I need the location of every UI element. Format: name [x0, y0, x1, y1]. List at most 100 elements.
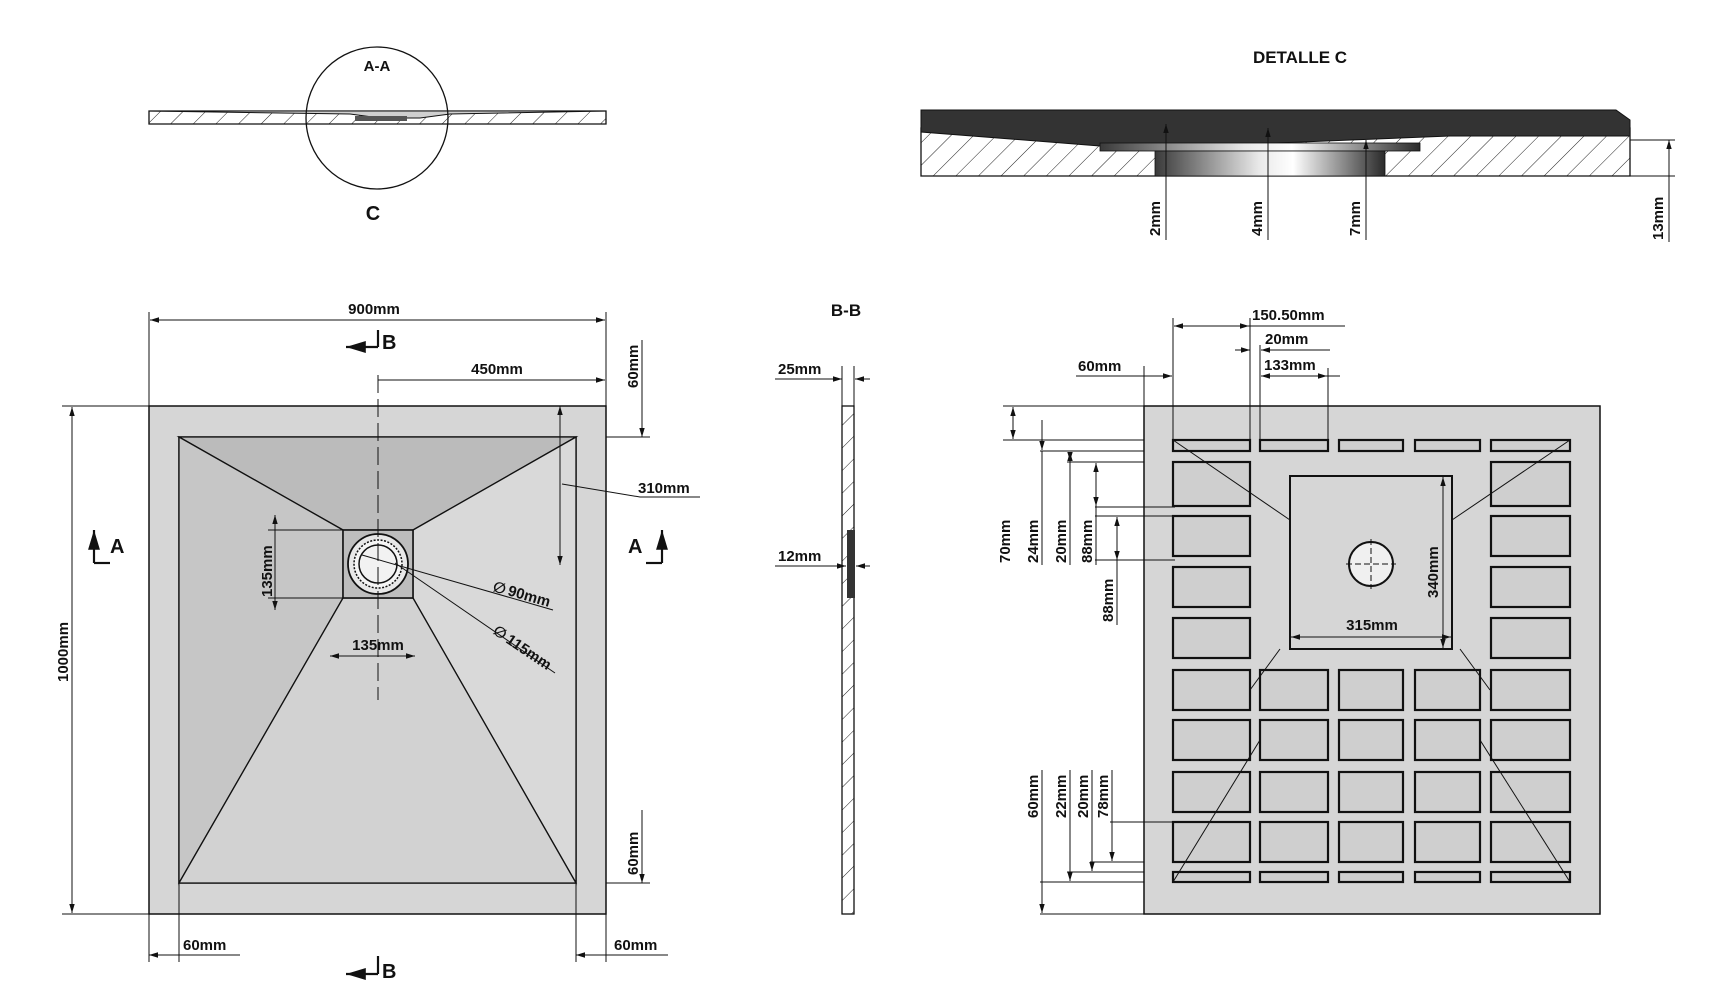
- rib-cell: [1489, 438, 1572, 453]
- cut-b-top-label: B: [382, 332, 396, 354]
- section-bb-profile: [841, 405, 855, 915]
- rib-cell: [1489, 668, 1572, 712]
- dim-310-leader: [561, 483, 700, 498]
- rib-cell: [1337, 820, 1405, 864]
- rib-cell: [1413, 668, 1482, 712]
- rib-cell: [1489, 870, 1572, 884]
- left-24mm: 24mm: [1025, 520, 1042, 563]
- section-bb-12mm: 12mm: [778, 548, 821, 565]
- rib-cell: [1413, 770, 1482, 814]
- rib-cell: [1171, 616, 1252, 660]
- rib-cell: [1171, 514, 1252, 558]
- section-aa-label: A-A: [364, 58, 391, 75]
- rib-cell: [1171, 718, 1252, 762]
- rib-20mm: 20mm: [1265, 331, 1308, 348]
- detail-c-circle: [305, 46, 449, 190]
- slope-trace: [1451, 439, 1571, 521]
- rib-cell: [1171, 668, 1252, 712]
- rib-cell: [1258, 668, 1330, 712]
- slope-trace: [1172, 739, 1261, 883]
- leader-90: [361, 554, 554, 611]
- rib-cell: [1489, 718, 1572, 762]
- rib-cell: [1489, 514, 1572, 558]
- offset-150-50mm: 150.50mm: [1252, 307, 1325, 324]
- detail-c-top-surface: [920, 109, 1631, 147]
- rib-cell: [1171, 460, 1252, 508]
- left-70mm: 70mm: [997, 520, 1014, 563]
- slope-trace: [1249, 648, 1281, 691]
- detail-c-marker: C: [366, 203, 380, 225]
- section-bb-view: B-B 25mm 12mm: [775, 301, 870, 915]
- bottom-view: 315mm 340mm 150.50mm 20mm 133mm 60mm 70m…: [997, 307, 1601, 915]
- rib-cell: [1337, 718, 1405, 762]
- rib-cell: [1489, 820, 1572, 864]
- section-aa-top-slope: [148, 110, 607, 119]
- rib-cell: [1489, 565, 1572, 609]
- detail-c-title: DETALLE C: [1253, 48, 1347, 67]
- border-left-60mm: 60mm: [183, 937, 226, 954]
- width-900mm: 900mm: [348, 301, 400, 318]
- bottom-20mm: 20mm: [1075, 775, 1092, 818]
- rib-cell: [1413, 870, 1482, 884]
- cut-b-bottom-label: B: [382, 961, 396, 983]
- cell-133mm: 133mm: [1264, 357, 1316, 374]
- section-aa-drain: [355, 116, 407, 121]
- detail-c-4mm: 4mm: [1249, 201, 1266, 236]
- drain-box-135mm-v: 135mm: [259, 545, 276, 597]
- rib-cell: [1258, 438, 1330, 453]
- rib-cell: [1171, 565, 1252, 609]
- rib-cell: [1337, 438, 1405, 453]
- rib-cell: [1171, 438, 1252, 453]
- slope-trace: [1459, 648, 1491, 691]
- border-top-60mm: 60mm: [625, 345, 642, 388]
- border-60mm: 60mm: [1078, 358, 1121, 375]
- section-bb-label: B-B: [831, 301, 861, 320]
- detail-c-13mm: 13mm: [1650, 197, 1667, 240]
- rib-cell: [1413, 438, 1482, 453]
- center-315mm: 315mm: [1346, 617, 1398, 634]
- detail-c-2mm: 2mm: [1147, 201, 1164, 236]
- height-1000mm: 1000mm: [55, 622, 72, 682]
- bottom-78mm: 78mm: [1095, 775, 1112, 818]
- rib-cell: [1337, 668, 1405, 712]
- border-right-60mm: 60mm: [614, 937, 657, 954]
- slope-310mm: 310mm: [638, 480, 690, 497]
- left-88mm-b: 88mm: [1100, 579, 1117, 622]
- cut-a-left-label: A: [110, 536, 124, 558]
- rib-grid: [1171, 438, 1572, 884]
- rib-cell: [1171, 870, 1252, 884]
- section-bb-drain: [847, 530, 855, 598]
- slope-trace: [1172, 439, 1291, 521]
- rib-cell: [1413, 718, 1482, 762]
- rib-cell: [1171, 770, 1252, 814]
- dia-90-symbol: ∅: [491, 579, 508, 599]
- detail-c-drain-body: [1154, 150, 1386, 177]
- slope-trace: [1479, 739, 1571, 883]
- left-20mm: 20mm: [1053, 520, 1070, 563]
- top-view: 900mm B 450mm 60mm 310mm 135mm 135mm ∅ 9…: [55, 301, 700, 983]
- detail-c-7mm: 7mm: [1347, 201, 1364, 236]
- bottom-60mm: 60mm: [1025, 775, 1042, 818]
- drain-box-135mm-h: 135mm: [352, 637, 404, 654]
- rib-cell: [1337, 770, 1405, 814]
- detail-c-flange: [1099, 142, 1421, 152]
- rib-cell: [1258, 820, 1330, 864]
- bottom-22mm: 22mm: [1053, 775, 1070, 818]
- rib-cell: [1171, 820, 1252, 864]
- rib-cell: [1489, 770, 1572, 814]
- rib-cell: [1258, 718, 1330, 762]
- rib-cell: [1489, 460, 1572, 508]
- cut-a-right-label: A: [628, 536, 642, 558]
- rib-cell: [1258, 770, 1330, 814]
- section-bb-25mm: 25mm: [778, 361, 821, 378]
- rib-cell: [1413, 820, 1482, 864]
- section-aa-view: A-A C: [148, 46, 607, 225]
- rib-cell: [1258, 870, 1330, 884]
- border-bottom-60mm: 60mm: [625, 832, 642, 875]
- leader-115: [394, 562, 556, 674]
- rib-cell: [1489, 616, 1572, 660]
- offset-450mm: 450mm: [471, 361, 523, 378]
- detail-c-view: DETALLE C 13mm 2mm 4mm 7mm: [920, 48, 1675, 242]
- rib-cell: [1337, 870, 1405, 884]
